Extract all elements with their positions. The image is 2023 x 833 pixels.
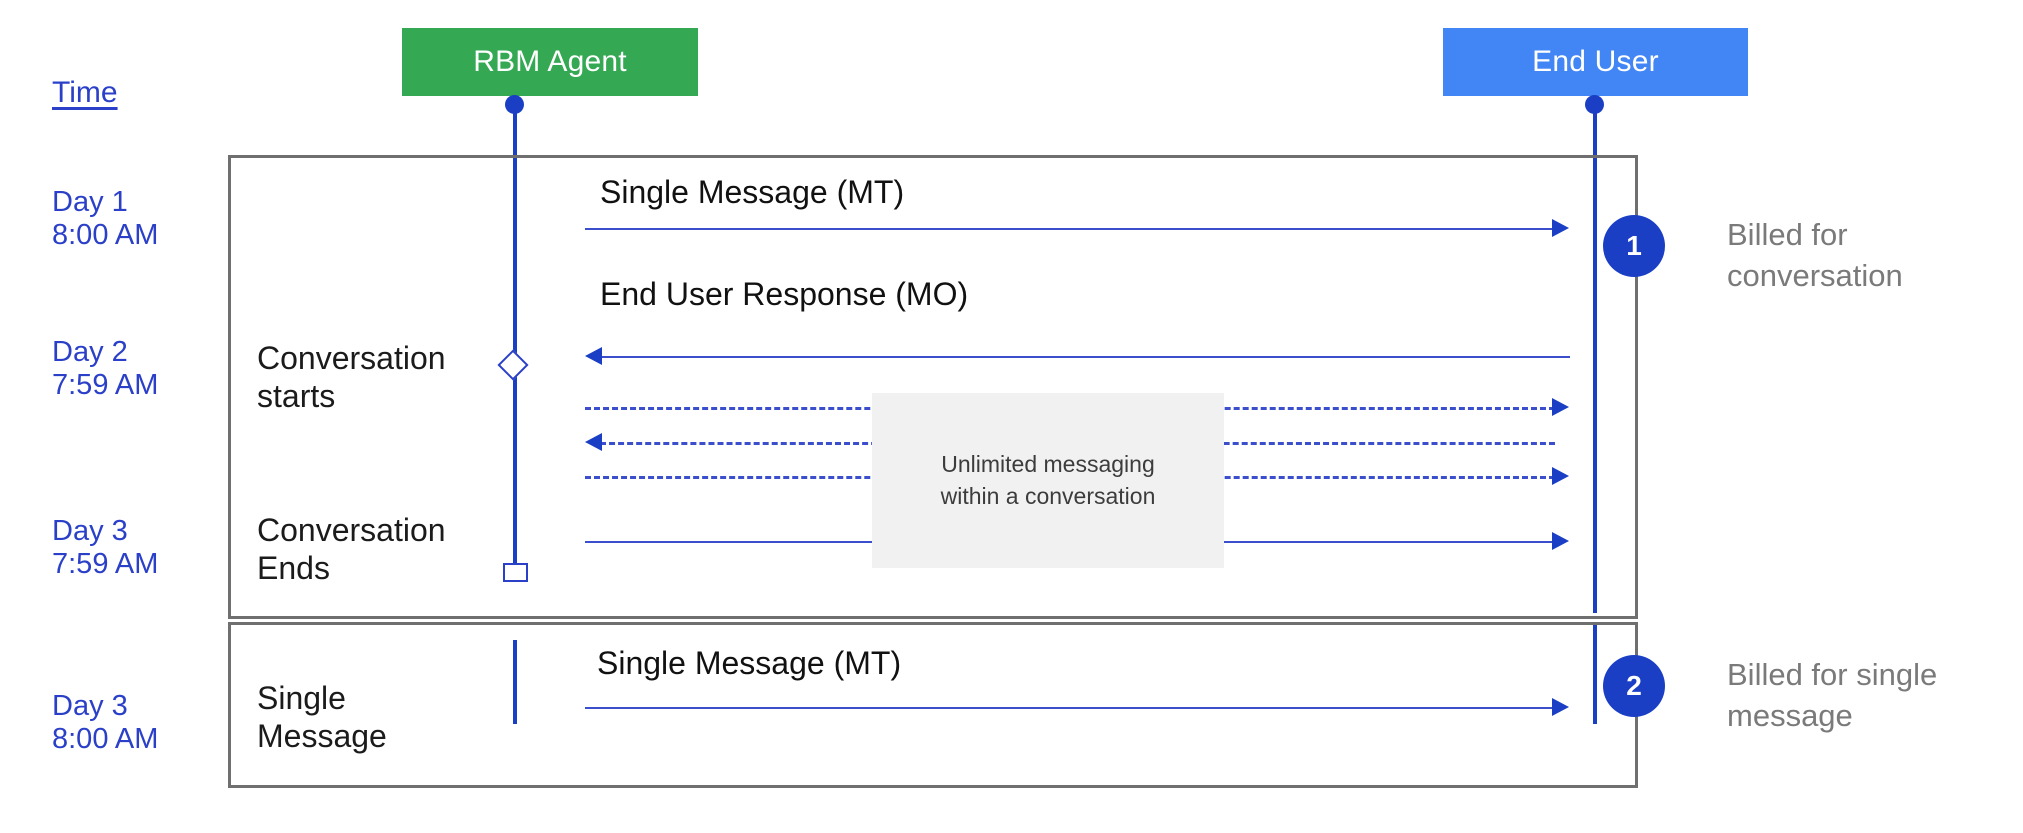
callout-badge-1-number: 1 [1626, 230, 1642, 261]
billing-frame-conversation [228, 155, 1638, 619]
message-arrow-single-message-mt-1 [585, 228, 1555, 230]
arrow-head-right-3 [1552, 698, 1569, 716]
phase-label-conversation-starts: Conversation starts [257, 340, 446, 414]
message-arrow-end-user-response-mo [600, 356, 1570, 358]
actor-box-end-user: End User [1443, 28, 1748, 96]
callout-label-billed-for-single-message: Billed for single message [1727, 657, 1938, 733]
callout-badge-2: 2 [1603, 655, 1665, 717]
actor-label-end-user: End User [1532, 45, 1659, 78]
message-label-single-message-mt-1: Single Message (MT) [600, 174, 905, 210]
note-unlimited-messaging: Unlimited messaging within a conversatio… [872, 393, 1224, 568]
arrow-head-left-1 [585, 347, 602, 365]
lifeline-rbm-agent-lower [513, 640, 517, 724]
note-unlimited-messaging-text: Unlimited messaging within a conversatio… [940, 450, 1156, 509]
arrow-head-right-dashed-2 [1552, 467, 1569, 485]
callout-badge-1: 1 [1603, 215, 1665, 277]
actor-label-rbm-agent: RBM Agent [473, 45, 627, 78]
message-label-end-user-response-mo: End User Response (MO) [600, 276, 969, 312]
time-column-header: Time [52, 76, 118, 109]
timestamp-day3-759am: Day 3 7:59 AM [52, 515, 159, 580]
message-arrow-single-message-mt-2 [585, 707, 1555, 709]
timestamp-day1-800am: Day 1 8:00 AM [52, 186, 159, 251]
lifeline-end-user-lower [1593, 622, 1597, 724]
lifeline-end-user [1593, 100, 1597, 613]
conversation-end-square-icon [503, 563, 528, 582]
arrow-head-right-dashed-1 [1552, 398, 1569, 416]
timestamp-day3-800am: Day 3 8:00 AM [52, 690, 159, 755]
phase-label-single-message: Single Message [257, 680, 387, 754]
actor-box-rbm-agent: RBM Agent [402, 28, 698, 96]
message-label-single-message-mt-2: Single Message (MT) [597, 645, 902, 681]
callout-badge-2-number: 2 [1626, 670, 1642, 701]
arrow-head-right-1 [1552, 219, 1569, 237]
timestamp-day2-759am: Day 2 7:59 AM [52, 336, 159, 401]
arrow-head-right-2 [1552, 532, 1569, 550]
lifeline-rbm-agent [513, 100, 517, 572]
phase-label-conversation-ends: Conversation Ends [257, 512, 446, 586]
callout-label-billed-for-conversation: Billed for conversation [1727, 217, 1903, 293]
billing-frame-single-message [228, 622, 1638, 788]
arrow-head-left-dashed-1 [585, 433, 602, 451]
